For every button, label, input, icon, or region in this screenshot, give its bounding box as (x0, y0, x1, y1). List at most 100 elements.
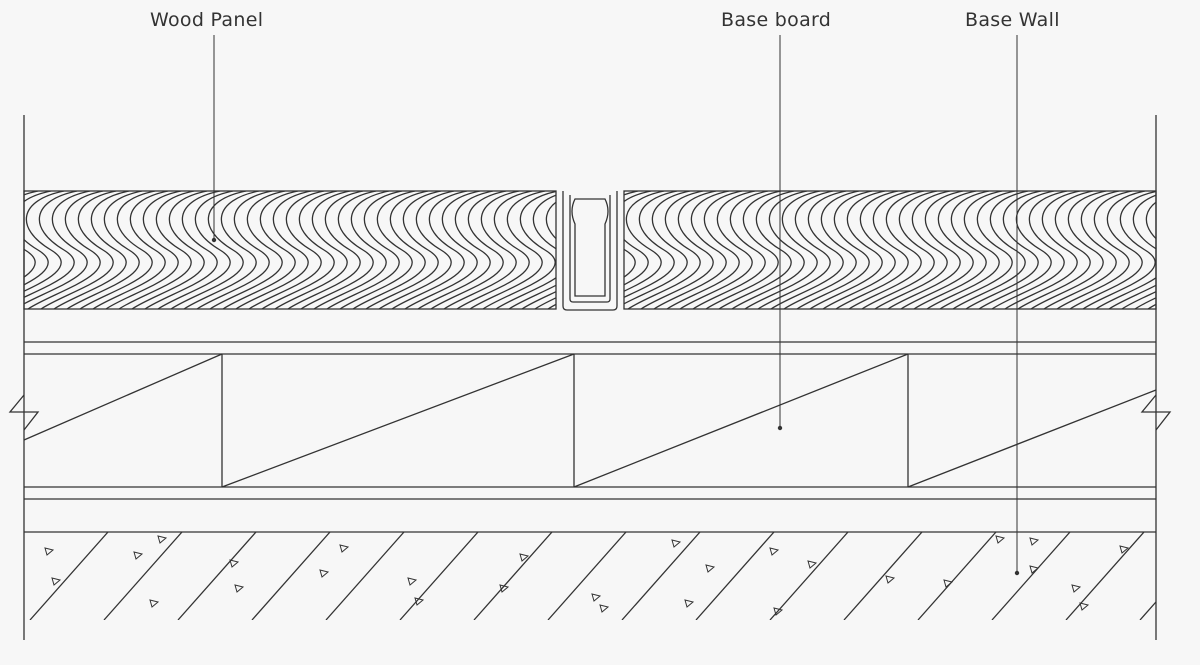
hatch-line (621, 532, 701, 620)
grain-line (495, 194, 556, 309)
grain-line (624, 191, 665, 292)
hatch-line (177, 532, 257, 620)
grain-line (952, 191, 1029, 309)
grain-line (1161, 191, 1200, 309)
aggregate-mark (157, 535, 168, 544)
grain-line (339, 191, 416, 309)
grain-line (66, 191, 143, 309)
hatch-line (991, 532, 1071, 620)
grain-line (300, 191, 377, 309)
aggregate-mark (44, 547, 55, 556)
aggregate-mark (995, 535, 1006, 544)
aggregate-mark (149, 599, 160, 608)
grain-line (1043, 191, 1120, 309)
aggregate-mark (1079, 602, 1090, 611)
grain-line (24, 191, 39, 278)
grain-line (624, 191, 652, 286)
grain-line (24, 191, 78, 299)
grain-line (144, 191, 221, 309)
grain-line (1108, 201, 1156, 309)
grain-line (624, 191, 691, 305)
leader-dot-base-wall (1014, 570, 1020, 576)
aggregate-mark (943, 579, 954, 588)
grain-line (27, 191, 104, 309)
grain-line (131, 191, 208, 309)
grain-line (24, 191, 91, 305)
grain-line (24, 191, 65, 292)
grain-line (79, 191, 156, 309)
grain-line (965, 191, 1042, 309)
hatch-line (325, 532, 405, 620)
aggregate-mark (773, 607, 784, 616)
grain-line (508, 201, 556, 309)
grain-line (627, 191, 704, 309)
grain-line (287, 191, 364, 309)
grain-line (1004, 191, 1081, 309)
aggregate-mark (591, 593, 602, 602)
aggregate-mark (885, 575, 896, 584)
grain-line (547, 303, 556, 309)
hatch-line (1065, 532, 1145, 620)
hatch-line (399, 532, 479, 620)
break-symbol-right (1140, 394, 1172, 431)
grain-line (770, 191, 847, 309)
grain-line (1095, 194, 1156, 309)
grain-line (718, 191, 795, 309)
grain-line (170, 191, 247, 309)
grain-line (809, 191, 886, 309)
break-symbol-left (8, 394, 40, 431)
grain-line (430, 191, 507, 309)
aggregate-mark (769, 547, 780, 556)
aggregate-mark (671, 539, 682, 548)
hatch-line (103, 532, 183, 620)
base-wall-label: Base Wall (965, 9, 1060, 31)
grain-line (118, 191, 195, 309)
wood-grain-right (624, 191, 1200, 309)
grain-line (1056, 191, 1133, 309)
aggregate-mark (1029, 565, 1040, 574)
grain-line (679, 191, 756, 309)
aggregate-mark (319, 569, 330, 578)
grain-line (666, 191, 743, 309)
grain-line (705, 191, 782, 309)
grain-line (624, 191, 626, 192)
grain-line (822, 191, 899, 309)
grain-line (1017, 191, 1094, 309)
aggregate-mark (133, 551, 144, 560)
grain-line (391, 191, 468, 309)
grain-line (874, 191, 951, 309)
hatch-line (917, 532, 997, 620)
grain-line (24, 191, 52, 286)
grain-line (887, 191, 964, 309)
grain-line (783, 191, 860, 309)
grain-line (978, 191, 1055, 309)
grain-line (521, 290, 556, 309)
grain-line (365, 191, 442, 309)
grain-line (326, 191, 403, 309)
grain-line (692, 191, 769, 309)
grain-line (1030, 191, 1107, 309)
grain-line (417, 191, 494, 309)
leader-dot-wood-panel (211, 237, 217, 243)
grain-line (1069, 191, 1146, 309)
grain-line (456, 191, 533, 309)
grain-line (157, 191, 234, 309)
grain-line (40, 191, 117, 309)
aggregate-mark (519, 553, 530, 562)
grain-line (939, 191, 1016, 309)
clip-channel (562, 191, 618, 311)
grain-line (222, 191, 299, 309)
aggregate-mark (705, 564, 716, 573)
base-board (23, 353, 1157, 488)
aggregate-mark (499, 584, 510, 593)
base-wall-hatch (29, 532, 1156, 620)
hatch-line (843, 532, 923, 620)
grain-line (1082, 191, 1156, 309)
grain-line (378, 191, 455, 309)
aggregate-mark (51, 577, 62, 586)
grain-line (913, 191, 990, 309)
hatch-line (769, 532, 849, 620)
grain-line (24, 191, 26, 192)
aggregate-mark (229, 559, 240, 568)
